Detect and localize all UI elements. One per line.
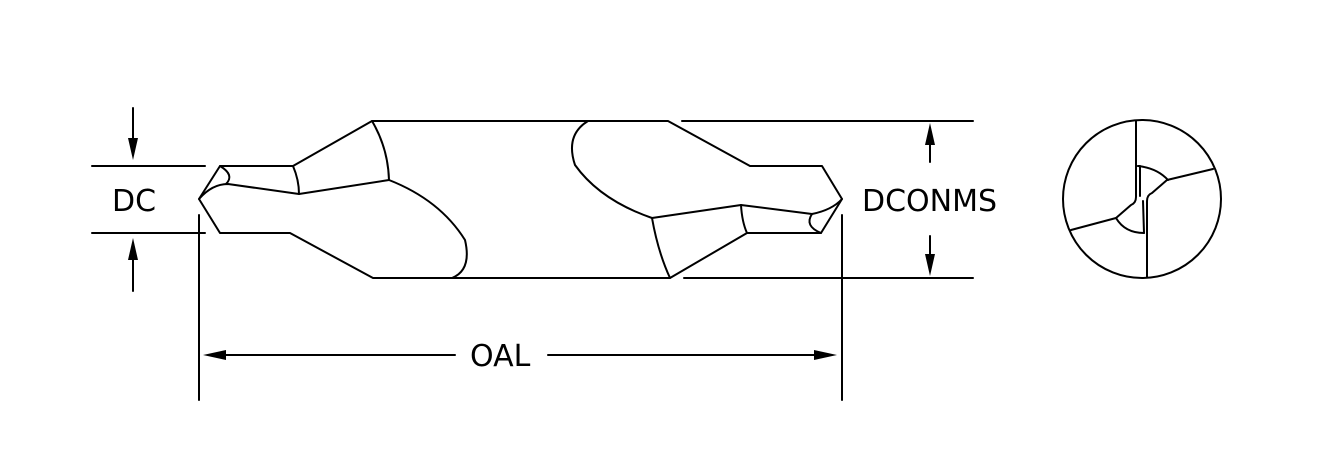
dconms-label: DCONMS [862, 184, 997, 219]
tool-end-view [1062, 119, 1222, 279]
dc-dimension: DC [91, 107, 206, 292]
arrow-up-icon [925, 123, 935, 145]
dconms-dimension: DCONMS [681, 120, 997, 279]
arrow-down-icon [925, 254, 935, 276]
dc-label: DC [112, 184, 156, 219]
arrow-down-icon [128, 138, 138, 160]
tool-side-view [198, 120, 843, 279]
oal-label: OAL [470, 339, 531, 374]
arrow-left-icon [203, 350, 226, 360]
arrow-up-icon [128, 238, 138, 260]
arrow-right-icon [814, 350, 837, 360]
oal-dimension: OAL [198, 214, 843, 401]
